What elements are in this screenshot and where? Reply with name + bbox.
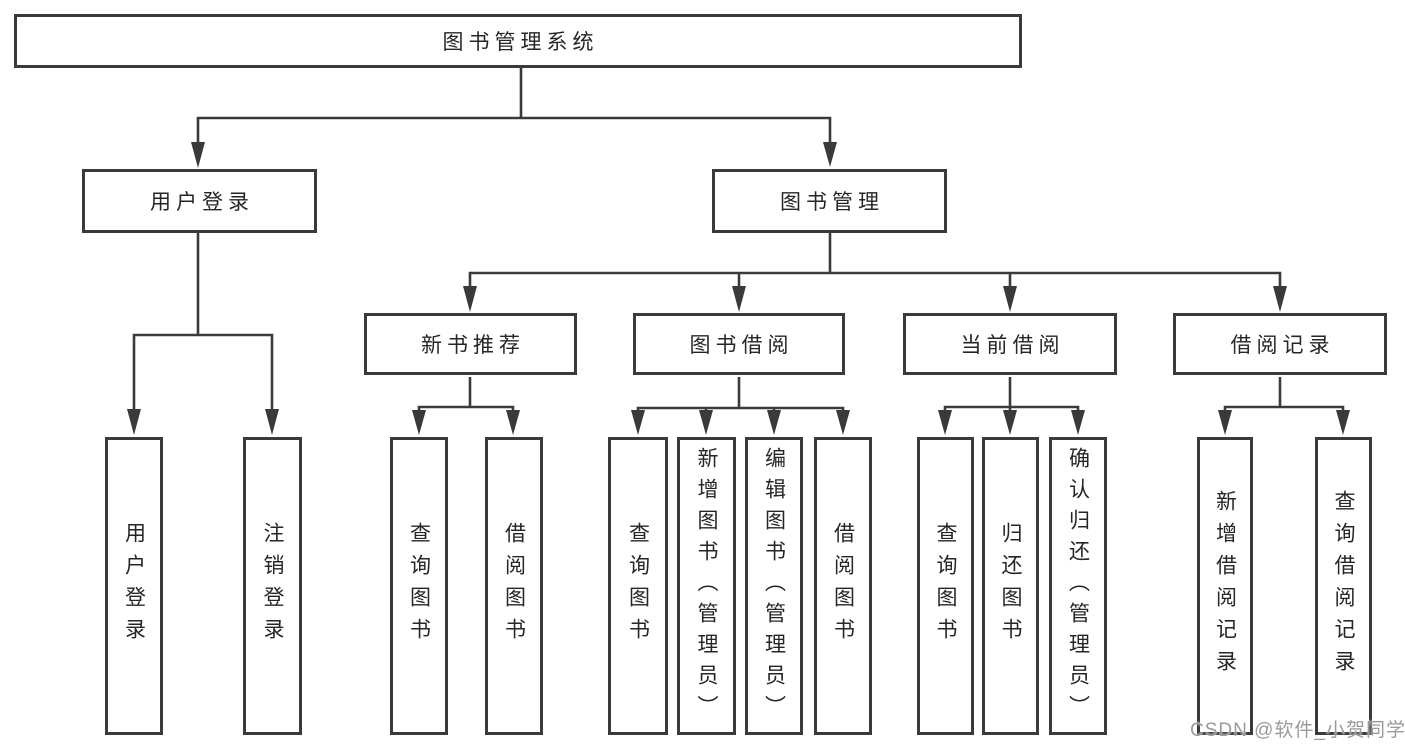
node-book-management: 图书管理 [712,169,947,233]
leaf-logout: 注销登录 [243,437,302,735]
node-new-book-recommend: 新书推荐 [364,313,577,375]
node-book-borrowing-label: 图书借阅 [689,334,794,357]
leaf-user-login-label: 用户登录 [122,522,146,650]
csdn-watermark: CSDN @软件_小贺同学 [1190,720,1405,741]
leaf-user-login: 用户登录 [105,437,163,735]
node-borrowing-records: 借阅记录 [1173,313,1387,375]
leaf-return-book: 归还图书 [982,437,1039,735]
leaf-query-book-2-label: 查询图书 [626,522,650,650]
leaf-borrow-book-1: 借阅图书 [485,437,543,735]
leaf-add-book-admin: 新增图书（管理员） [677,437,736,735]
leaf-confirm-return-admin-label: 确认归还（管理员） [1066,446,1090,726]
node-current-borrowing-label: 当前借阅 [960,334,1065,357]
leaf-query-book-2: 查询图书 [608,437,668,735]
leaf-borrow-book-1-label: 借阅图书 [502,522,526,650]
node-root: 图书管理系统 [14,14,1022,68]
leaf-add-borrow-record-label: 新增借阅记录 [1213,490,1237,682]
leaf-query-book-1: 查询图书 [390,437,448,735]
leaf-logout-label: 注销登录 [261,522,284,650]
leaf-edit-book-admin-label: 编辑图书（管理员） [762,446,786,726]
node-book-management-label: 图书管理 [780,191,884,214]
node-current-borrowing: 当前借阅 [903,313,1117,375]
leaf-borrow-book-2: 借阅图书 [814,437,872,735]
leaf-query-book-1-label: 查询图书 [407,522,431,650]
leaf-borrow-book-2-label: 借阅图书 [831,522,855,650]
node-user-login-label: 用户登录 [150,191,254,214]
leaf-query-borrow-record-label: 查询借阅记录 [1332,490,1355,682]
node-borrowing-records-label: 借阅记录 [1230,334,1335,357]
node-root-label: 图书管理系统 [442,31,599,54]
leaf-confirm-return-admin: 确认归还（管理员） [1049,437,1107,735]
leaf-edit-book-admin: 编辑图书（管理员） [745,437,803,735]
leaf-add-book-admin-label: 新增图书（管理员） [695,446,718,726]
leaf-query-book-3: 查询图书 [917,437,974,735]
node-book-borrowing: 图书借阅 [633,313,845,375]
leaf-return-book-label: 归还图书 [999,522,1022,650]
node-new-book-recommend-label: 新书推荐 [421,334,525,357]
leaf-query-book-3-label: 查询图书 [934,522,957,650]
node-user-login: 用户登录 [82,169,317,233]
leaf-add-borrow-record: 新增借阅记录 [1197,437,1253,735]
leaf-query-borrow-record: 查询借阅记录 [1315,437,1372,735]
